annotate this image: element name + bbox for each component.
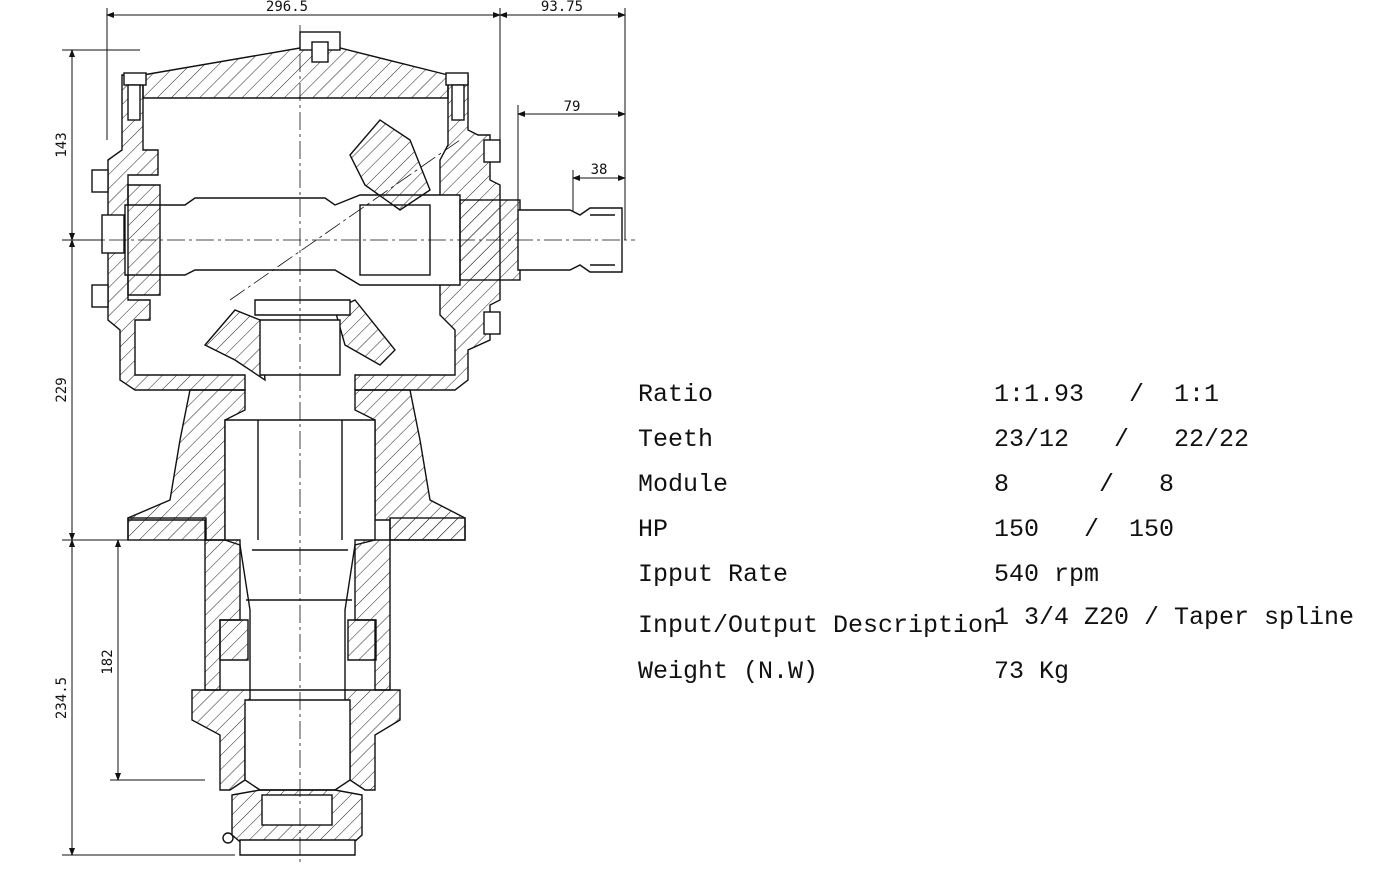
spec-label: Ipput Rate: [638, 560, 789, 589]
spec-label: Module: [638, 470, 729, 499]
spec-value: 1 3/4 Z20 / Taper spline: [994, 603, 1355, 632]
gearbox-outline: [91, 31, 623, 856]
spec-label: Weight (N.W): [638, 657, 819, 686]
dim-upper-height: 143: [54, 132, 70, 157]
spec-label: Teeth: [638, 425, 714, 454]
spec-value: 540 rpm: [994, 560, 1100, 589]
spec-label: HP: [638, 515, 669, 544]
dim-shaft-length: 79: [564, 99, 581, 115]
dimension-lines: [62, 8, 626, 856]
center-lines: [80, 25, 635, 865]
spec-value: 73 Kg: [994, 657, 1070, 686]
spec-value: 150 / 150: [994, 515, 1175, 544]
spec-value: 1:1.93 / 1:1: [994, 380, 1220, 409]
dim-spline-length: 38: [591, 162, 608, 178]
spec-value: 8 / 8: [994, 470, 1175, 499]
dim-lower-inner-height: 182: [100, 649, 116, 674]
dim-top-width: 296.5: [266, 0, 308, 15]
dim-top-right-offset: 93.75: [541, 0, 583, 15]
dim-middle-height: 229: [54, 377, 70, 402]
spec-value: 23/12 / 22/22: [994, 425, 1250, 454]
dim-lower-height: 234.5: [54, 677, 70, 719]
spec-label: Input/Output Description: [638, 611, 999, 640]
spec-label: Ratio: [638, 380, 714, 409]
